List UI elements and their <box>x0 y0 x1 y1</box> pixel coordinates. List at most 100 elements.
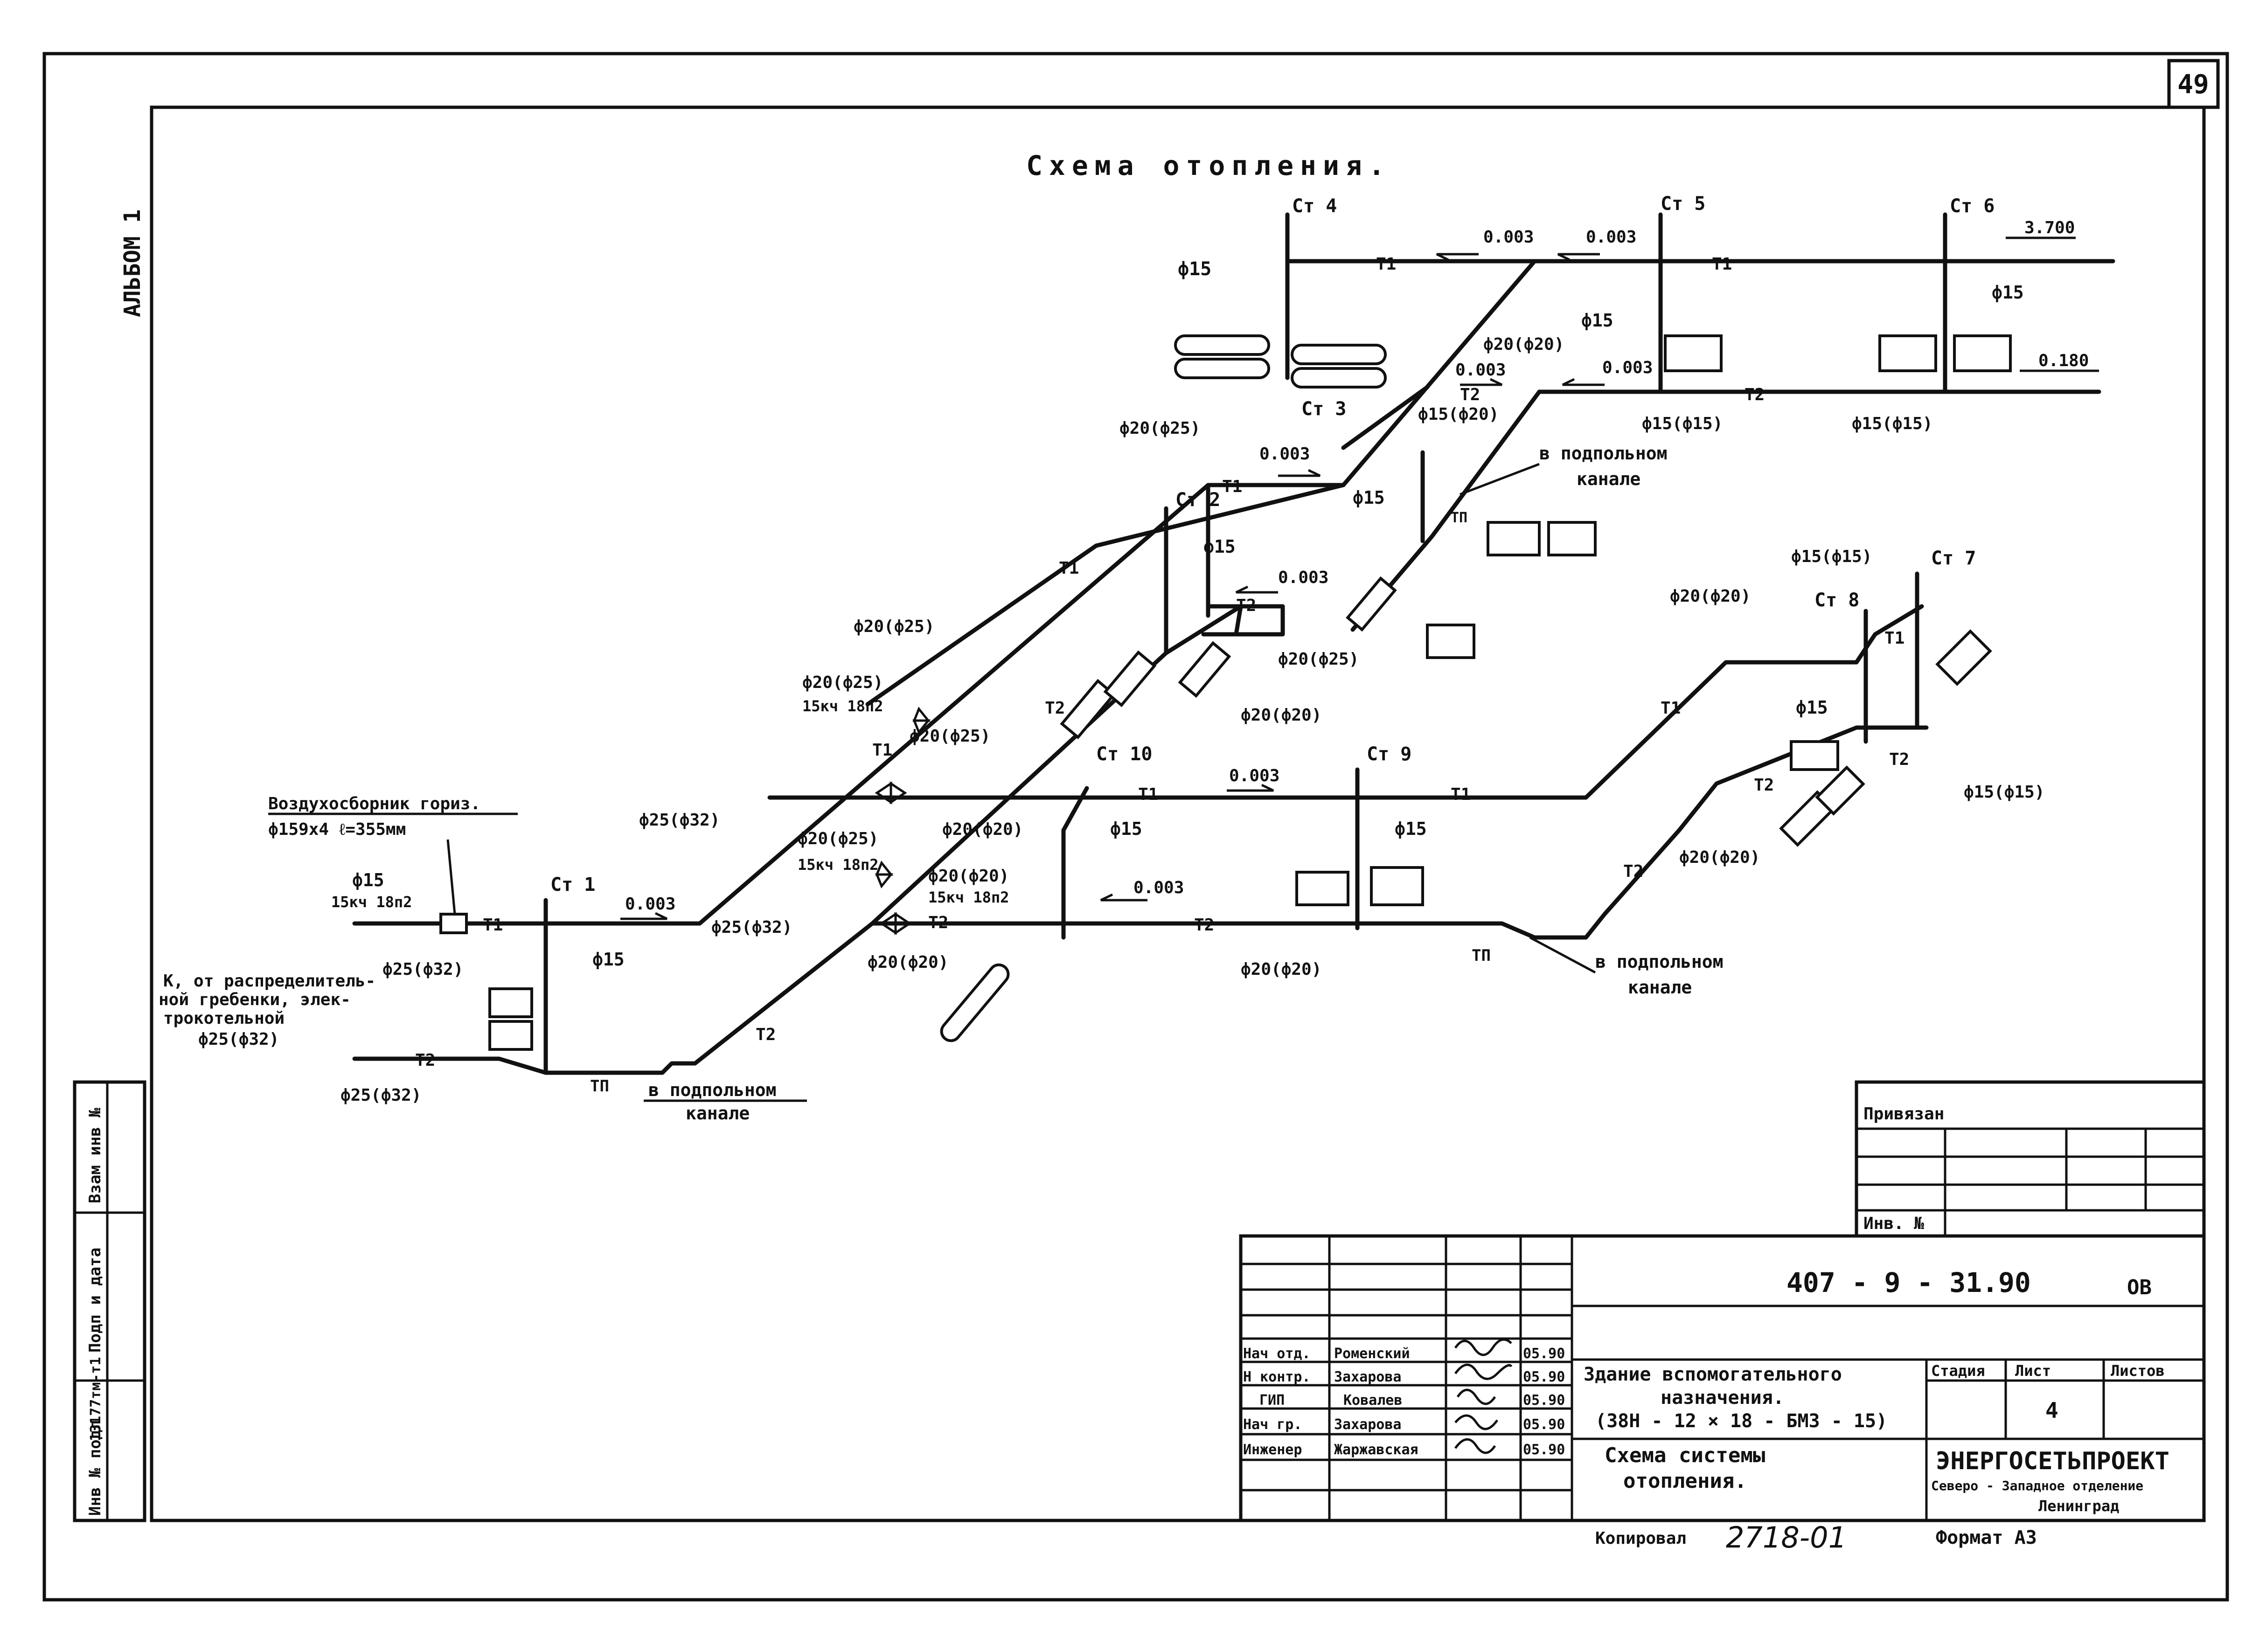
radiator-icon <box>1664 334 1723 372</box>
svg-text:ф15(ф15): ф15(ф15) <box>1791 547 1872 566</box>
riser-label: Ст 6 <box>1950 195 1995 217</box>
svg-text:ф15: ф15 <box>1353 487 1385 508</box>
svg-text:3.700: 3.700 <box>2024 218 2075 237</box>
radiator-icon <box>1487 521 1541 556</box>
svg-text:Т1: Т1 <box>1712 255 1732 274</box>
riser-label: Ст 8 <box>1814 590 1859 611</box>
svg-text:Воздухосборник гориз.: Воздухосборник гориз. <box>268 794 480 813</box>
drawing-name-1: Схема системы <box>1605 1444 1765 1467</box>
supply-pipe-t1 <box>352 259 2115 926</box>
svg-text:канале: канале <box>1628 977 1692 998</box>
valve-icon <box>912 707 931 735</box>
svg-text:Т2: Т2 <box>1745 385 1765 404</box>
album-label: АЛЬБОМ 1 <box>119 209 146 317</box>
svg-text:ф20(ф20): ф20(ф20) <box>1483 335 1564 354</box>
svg-text:ф25(ф32): ф25(ф32) <box>198 1030 279 1049</box>
svg-text:ф15(ф15): ф15(ф15) <box>1642 414 1723 433</box>
riser-label: Ст 3 <box>1301 398 1346 420</box>
svg-text:Т1: Т1 <box>1661 699 1681 718</box>
side-stamp-podp-data: Подп и дата <box>86 1248 104 1353</box>
copied-value: 2718-01 <box>1726 1520 1847 1555</box>
riser-label: Ст 5 <box>1661 193 1705 215</box>
svg-text:ф15(ф15): ф15(ф15) <box>1852 414 1932 433</box>
svg-text:15кч 18п2: 15кч 18п2 <box>802 697 883 715</box>
building-line-2: назначения. <box>1661 1387 1784 1409</box>
radiator-icon <box>1060 679 1116 739</box>
radiator-icon <box>488 1020 533 1051</box>
svg-text:Т1: Т1 <box>1884 629 1905 648</box>
svg-text:в подпольном: в подпольном <box>1539 443 1668 464</box>
risers <box>543 212 1947 1075</box>
side-stamp-inv-podl: Инв № подл <box>86 1420 104 1516</box>
svg-text:Нач гр.: Нач гр. <box>1243 1416 1302 1433</box>
format-label: Формат А3 <box>1936 1527 2037 1548</box>
radiator-icon <box>1953 334 2012 372</box>
radiator-icon <box>1878 334 1937 372</box>
svg-text:0.003: 0.003 <box>1278 568 1328 587</box>
svg-text:Н контр.: Н контр. <box>1243 1369 1311 1385</box>
riser-label: Ст 1 <box>550 874 595 895</box>
radiator-icon <box>1370 866 1424 906</box>
svg-text:ф20(ф20): ф20(ф20) <box>868 953 948 972</box>
svg-text:ф20(ф25): ф20(ф25) <box>1119 419 1200 438</box>
signature-mark <box>1454 1338 1512 1356</box>
svg-text:Т1: Т1 <box>1138 785 1158 804</box>
svg-text:Т2: Т2 <box>928 913 948 932</box>
radiator-icon <box>1178 641 1231 698</box>
svg-text:в подпольном: в подпольном <box>1595 951 1724 972</box>
riser-label: Ст 9 <box>1367 743 1411 765</box>
doc-code: 407 - 9 - 31.90 <box>1786 1267 2031 1298</box>
binding-inv: Инв. № <box>1863 1214 1924 1233</box>
svg-text:ф15: ф15 <box>1796 697 1828 718</box>
svg-text:трокотельной: трокотельной <box>163 1009 285 1028</box>
side-stamp-vzam: Взам инв № <box>86 1108 104 1203</box>
svg-text:ф15: ф15 <box>352 870 384 890</box>
svg-text:канале: канале <box>686 1103 750 1124</box>
side-stamp-inv-value: 13177тм-т1 <box>88 1357 104 1441</box>
svg-text:Т2: Т2 <box>1889 750 1909 769</box>
svg-text:Инженер: Инженер <box>1243 1442 1302 1458</box>
doc-section: ОВ <box>2127 1276 2152 1299</box>
valve-icon <box>875 861 894 888</box>
svg-text:ф20(ф25): ф20(ф25) <box>854 617 934 636</box>
radiators <box>439 334 2012 1051</box>
coil-heater-icon <box>1174 334 1270 356</box>
drawing-name-2: отопления. <box>1623 1469 1747 1493</box>
svg-text:ной гребенки, элек-: ной гребенки, элек- <box>159 990 351 1009</box>
svg-text:0.003: 0.003 <box>1229 766 1279 785</box>
inner-frame <box>150 105 2206 1522</box>
valve-icon <box>875 781 907 805</box>
svg-text:ф15: ф15 <box>1581 310 1613 331</box>
svg-text:05.90: 05.90 <box>1523 1392 1565 1409</box>
svg-text:ф159х4 ℓ=355мм: ф159х4 ℓ=355мм <box>268 820 406 839</box>
svg-text:ф20(ф20): ф20(ф20) <box>1670 587 1751 606</box>
svg-text:ТП: ТП <box>1472 946 1491 965</box>
radiator-icon <box>1426 624 1475 659</box>
svg-text:0.180: 0.180 <box>2038 351 2089 370</box>
title-block: 407 - 9 - 31.90 ОВ Здание вспомогательно… <box>1239 1234 2206 1522</box>
svg-text:ТП: ТП <box>1451 510 1467 526</box>
signature-mark <box>1454 1414 1499 1430</box>
svg-text:Т1: Т1 <box>872 741 892 760</box>
building-line-1: Здание вспомогательного <box>1584 1364 1842 1385</box>
binding-block: Привязан Инв. № <box>1855 1080 2206 1238</box>
svg-text:Захарова: Захарова <box>1334 1416 1402 1433</box>
sheet-number-box <box>2167 59 2220 109</box>
radiator-icon <box>1547 521 1597 556</box>
sheet-value: 4 <box>2045 1398 2058 1423</box>
svg-text:ф20(ф20): ф20(ф20) <box>928 867 1009 886</box>
riser-label: Ст 10 <box>1096 743 1152 765</box>
svg-text:ф20(ф25): ф20(ф25) <box>798 829 878 848</box>
radiator-icon <box>1815 765 1865 816</box>
riser-label: Ст 7 <box>1931 548 1976 569</box>
svg-text:05.90: 05.90 <box>1523 1369 1565 1385</box>
coil-heater-icon <box>1174 358 1270 379</box>
svg-text:0.003: 0.003 <box>1133 878 1184 897</box>
svg-text:ф15: ф15 <box>1992 282 2024 303</box>
org-branch: Северо - Западное отделение <box>1931 1478 2143 1493</box>
riser-labels: Ст 1 Ст 2 Ст 3 Ст 4 Ст 5 Ст 6 Ст 7 Ст 8 … <box>550 193 1995 895</box>
svg-text:Т2: Т2 <box>1194 916 1214 935</box>
stage-header: Стадия <box>1931 1362 1985 1380</box>
svg-text:ф20(ф25): ф20(ф25) <box>910 727 990 746</box>
svg-text:0.003: 0.003 <box>625 895 675 914</box>
